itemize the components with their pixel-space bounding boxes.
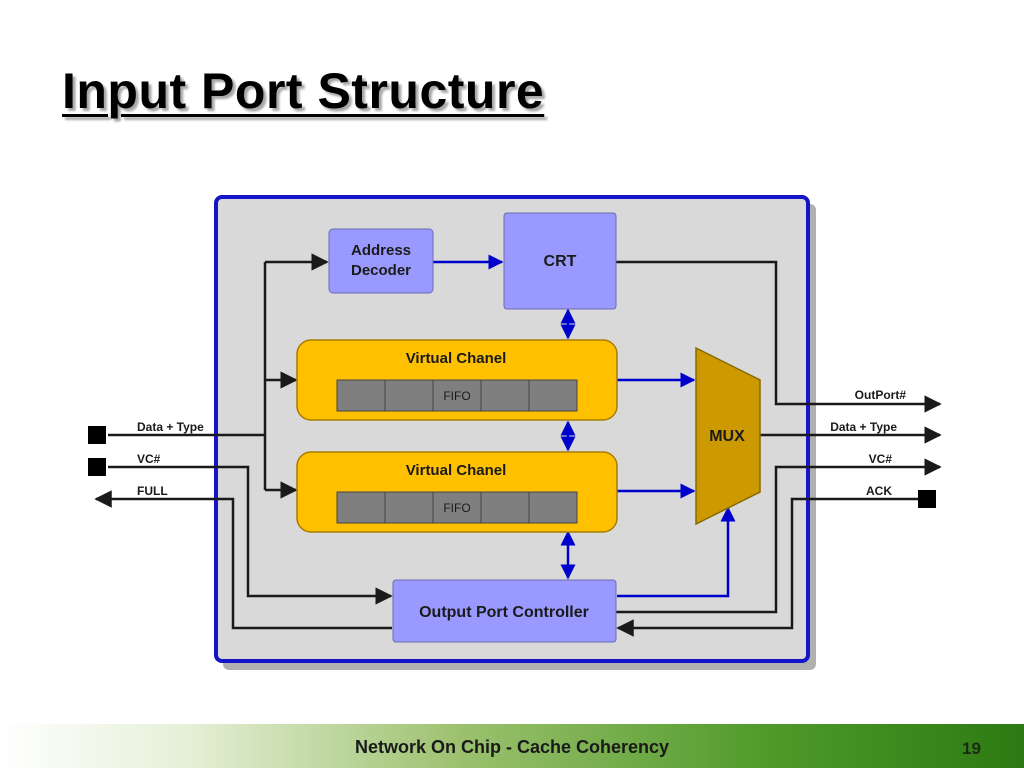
input-vc-label: VC# (137, 452, 161, 466)
virtual-channel-bottom-label: Virtual Chanel (406, 462, 507, 479)
data-type-input-terminal (88, 426, 106, 444)
mux-block: MUX (695, 346, 761, 526)
output-data-type-label: Data + Type (830, 420, 897, 434)
address-decoder-block: Address Decoder (328, 228, 434, 294)
page-number: 19 (962, 739, 981, 758)
slide-title: Input Port Structure (62, 63, 545, 119)
input-data-type-label: Data + Type (137, 420, 204, 434)
footer-bar (0, 724, 1024, 768)
input-port-frame (214, 195, 810, 663)
fifo-top (336, 379, 578, 412)
fifo-bottom (336, 491, 578, 524)
footer-title: Network On Chip - Cache Coherency (354, 737, 670, 757)
output-full-label: FULL (137, 484, 168, 498)
output-port-controller-label: Output Port Controller (419, 604, 589, 621)
fifo-bottom-label: FIFO (443, 501, 470, 515)
output-vc-label: VC# (869, 452, 893, 466)
virtual-channel-top: Virtual Chanel FIFO (296, 339, 618, 421)
virtual-channel-bottom: Virtual Chanel FIFO (296, 451, 618, 533)
fifo-top-label: FIFO (443, 389, 470, 403)
output-port-controller-block: Output Port Controller (392, 579, 617, 643)
address-decoder-label-line2: Decoder (351, 262, 411, 279)
crt-block: CRT (503, 212, 617, 310)
crt-label: CRT (544, 253, 577, 270)
input-ack-label: ACK (866, 484, 892, 498)
address-decoder-label-line1: Address (351, 242, 411, 259)
mux-label: MUX (709, 428, 745, 445)
vc-input-terminal (88, 458, 106, 476)
ack-input-terminal (918, 490, 936, 508)
virtual-channel-top-label: Virtual Chanel (406, 350, 507, 367)
output-outport-label: OutPort# (855, 388, 907, 402)
